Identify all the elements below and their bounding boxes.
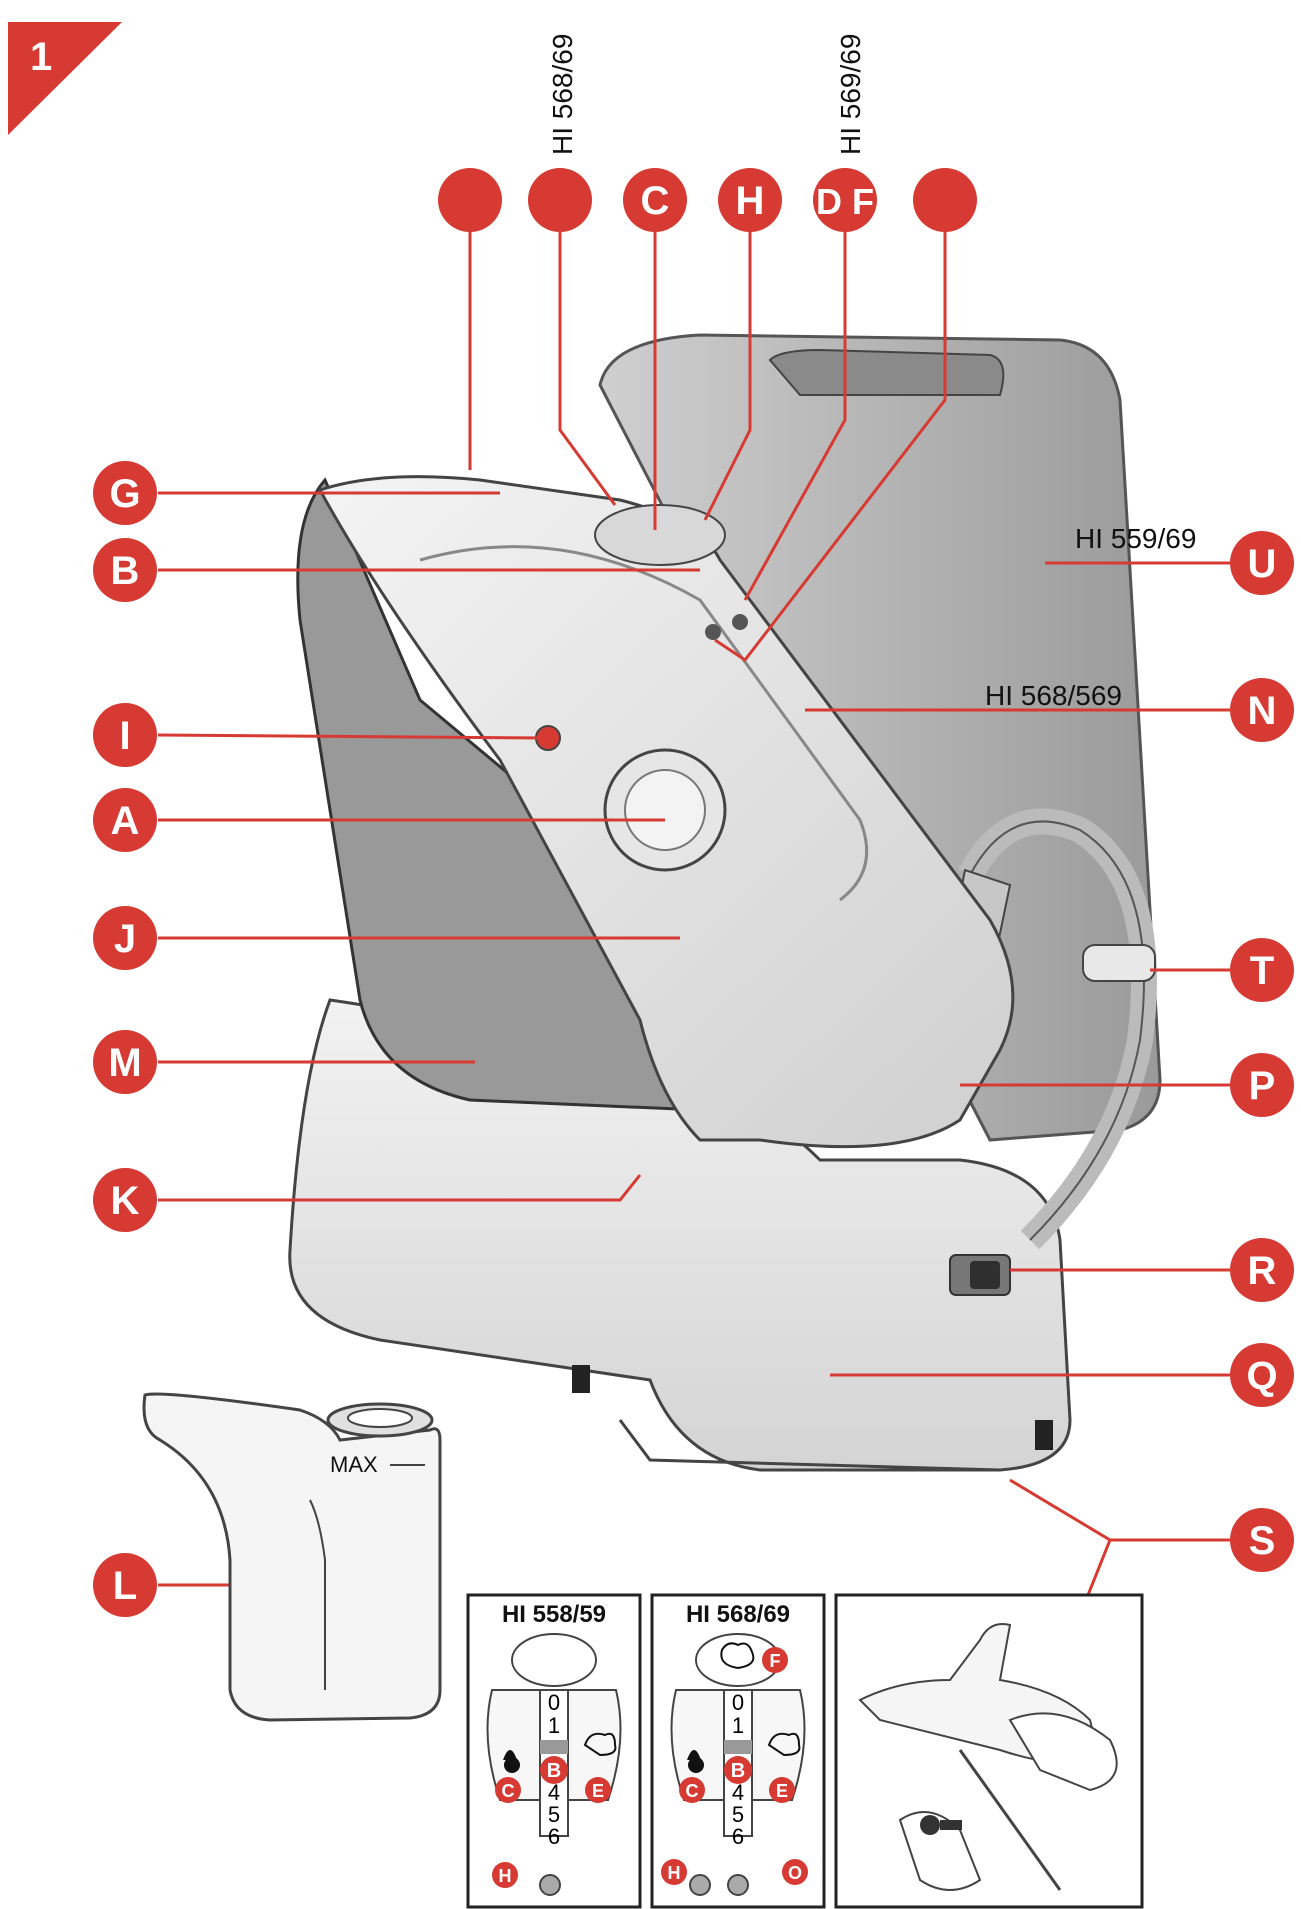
panel-1-title: HI 558/59 bbox=[502, 1601, 606, 1628]
callout-bubbles: C H D F G B I A J M K L U N T P R Q S bbox=[93, 168, 1294, 1617]
callout-P: P bbox=[1230, 1053, 1294, 1117]
callout-U: U bbox=[1230, 531, 1294, 595]
panel-2-title: HI 568/69 bbox=[686, 1601, 790, 1628]
svg-text:B: B bbox=[111, 549, 140, 593]
svg-text:T: T bbox=[1250, 949, 1274, 993]
svg-text:H: H bbox=[499, 1866, 512, 1886]
svg-text:5: 5 bbox=[732, 1802, 744, 1827]
svg-text:A: A bbox=[111, 799, 140, 843]
svg-text:C: C bbox=[641, 179, 670, 223]
callout-top-5: D F bbox=[813, 168, 877, 232]
svg-text:H: H bbox=[668, 1863, 681, 1883]
indicator-light-1 bbox=[705, 624, 721, 640]
svg-text:U: U bbox=[1248, 542, 1277, 586]
svg-text:C: C bbox=[502, 1781, 515, 1801]
svg-text:P: P bbox=[1249, 1064, 1276, 1108]
svg-text:L: L bbox=[113, 1564, 137, 1608]
svg-text:4: 4 bbox=[548, 1780, 560, 1805]
callout-top-2 bbox=[528, 168, 592, 232]
svg-text:1: 1 bbox=[732, 1713, 744, 1738]
svg-text:B: B bbox=[547, 1760, 561, 1782]
callout-N: N bbox=[1230, 678, 1294, 742]
svg-text:G: G bbox=[109, 472, 140, 516]
callout-K: K bbox=[93, 1168, 157, 1232]
svg-text:B: B bbox=[731, 1760, 745, 1782]
callout-lines bbox=[157, 225, 1230, 1791]
svg-text:1: 1 bbox=[548, 1713, 560, 1738]
indicator-light-2 bbox=[732, 614, 748, 630]
control-dome bbox=[594, 504, 726, 566]
callout-S: S bbox=[1230, 1508, 1294, 1572]
panel-hi568: HI 568/69 F 0 1 B 4 5 6 C E H O bbox=[650, 1593, 826, 1909]
label-model-n: HI 568/569 bbox=[985, 680, 1122, 711]
svg-text:N: N bbox=[1248, 689, 1277, 733]
svg-text:F: F bbox=[770, 1651, 781, 1671]
svg-text:E: E bbox=[592, 1781, 604, 1801]
callout-top-3: C bbox=[623, 168, 687, 232]
svg-text:I: I bbox=[119, 714, 130, 758]
callout-top-6 bbox=[913, 168, 977, 232]
callout-top-4: H bbox=[718, 168, 782, 232]
water-jug: MAX bbox=[142, 1392, 442, 1722]
svg-text:M: M bbox=[108, 1041, 141, 1085]
svg-text:6: 6 bbox=[548, 1824, 560, 1849]
callout-L: L bbox=[93, 1553, 157, 1617]
callout-M: M bbox=[93, 1030, 157, 1094]
svg-text:0: 0 bbox=[548, 1690, 560, 1715]
svg-text:O: O bbox=[788, 1863, 802, 1883]
callout-top-1 bbox=[438, 168, 502, 232]
page-number-badge: 1 bbox=[8, 22, 122, 135]
callout-A: A bbox=[93, 788, 157, 852]
svg-text:R: R bbox=[1248, 1249, 1277, 1293]
callout-I: I bbox=[93, 703, 157, 767]
water-tank bbox=[598, 333, 1162, 1142]
callout-J: J bbox=[93, 906, 157, 970]
callout-B: B bbox=[93, 538, 157, 602]
svg-text:C: C bbox=[686, 1781, 699, 1801]
base-foot-right bbox=[1035, 1420, 1053, 1450]
base-foot-left bbox=[572, 1365, 590, 1393]
svg-text:J: J bbox=[114, 917, 136, 961]
svg-text:6: 6 bbox=[732, 1824, 744, 1849]
steam-generator-illustration bbox=[288, 333, 1162, 1472]
svg-text:E: E bbox=[776, 1781, 788, 1801]
model-label-top-right: HI 569/69 bbox=[835, 34, 866, 155]
svg-text:5: 5 bbox=[548, 1802, 560, 1827]
panel-installation bbox=[834, 1593, 1144, 1909]
callout-Q: Q bbox=[1230, 1343, 1294, 1407]
svg-text:S: S bbox=[1249, 1519, 1276, 1563]
svg-text:H: H bbox=[736, 179, 765, 223]
svg-text:0: 0 bbox=[732, 1690, 744, 1715]
svg-text:K: K bbox=[111, 1179, 140, 1223]
panel-hi558: HI 558/59 0 1 B 4 5 6 C E H bbox=[466, 1593, 642, 1909]
callout-R: R bbox=[1230, 1238, 1294, 1302]
page-number: 1 bbox=[30, 35, 52, 79]
hose-clip bbox=[1082, 944, 1156, 982]
svg-text:D F: D F bbox=[816, 181, 874, 222]
callout-T: T bbox=[1230, 938, 1294, 1002]
svg-text:Q: Q bbox=[1246, 1354, 1277, 1398]
jug-max-label: MAX bbox=[330, 1452, 378, 1477]
svg-text:4: 4 bbox=[732, 1780, 744, 1805]
power-switch bbox=[949, 1254, 1011, 1296]
callout-G: G bbox=[93, 461, 157, 525]
model-label-top-left: HI 568/69 bbox=[547, 34, 578, 155]
label-model-u: HI 559/69 bbox=[1075, 523, 1196, 554]
